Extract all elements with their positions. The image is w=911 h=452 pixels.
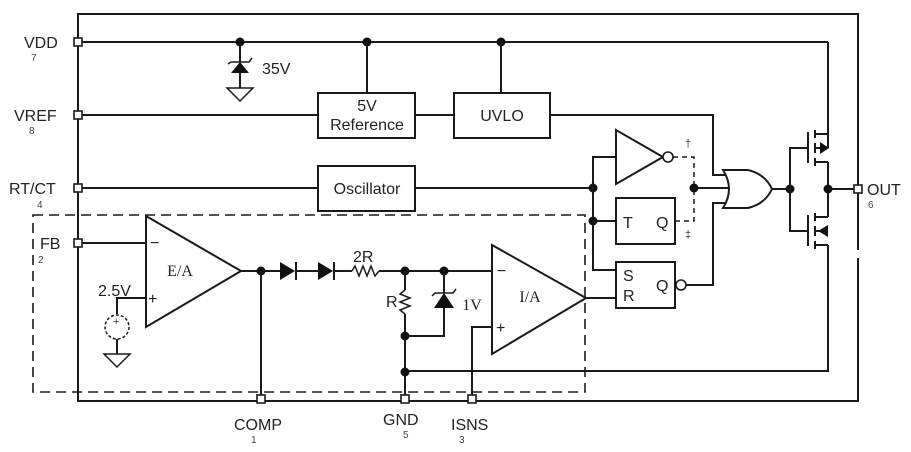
zener-diode-35v <box>225 42 255 103</box>
zener-diode-1v <box>405 271 457 337</box>
ref-source-wire <box>116 297 146 314</box>
resistor-r <box>397 289 413 315</box>
diode-pair <box>280 262 352 280</box>
source-plus: + <box>113 316 119 328</box>
pin-gnd-number: 5 <box>403 430 409 441</box>
reference-label-1: 5V <box>357 98 377 115</box>
pin-isns-label: ISNS <box>451 417 488 434</box>
junction <box>400 367 410 377</box>
pin-out-number: 6 <box>868 200 874 211</box>
pin-gnd-label: GND <box>383 412 419 429</box>
pin-vref-label: VREF <box>14 108 57 125</box>
option-link <box>673 156 695 222</box>
pin-vdd-number: 7 <box>31 53 37 64</box>
latch-to-or <box>686 202 726 286</box>
isns-line <box>471 326 492 397</box>
resistor-2r <box>351 263 380 279</box>
pin-rtct-label: RT/CT <box>9 181 56 198</box>
dashed-region <box>32 214 586 393</box>
ia-minus: − <box>497 263 506 280</box>
pin-comp-label: COMP <box>234 417 282 434</box>
pin-fb-number: 2 <box>38 255 44 266</box>
ia-plus: + <box>496 320 505 337</box>
pin-comp[interactable] <box>256 394 266 404</box>
toggle-flipflop <box>615 197 676 245</box>
uvlo-label: UVLO <box>480 108 524 125</box>
error-amplifier <box>145 214 243 329</box>
ea-plus: + <box>148 291 157 308</box>
error-amp-label: E/A <box>167 263 193 280</box>
dagger-mark: † <box>685 138 691 150</box>
inverter-gate <box>615 128 674 186</box>
pin-rtct-number: 4 <box>37 200 43 211</box>
ea-minus: − <box>150 235 159 252</box>
output-stage <box>405 130 829 372</box>
pin-isns[interactable] <box>467 394 477 404</box>
ground-icon <box>225 87 255 103</box>
or-gate <box>721 169 774 209</box>
pin-vref[interactable] <box>73 110 83 120</box>
ground-icon <box>102 353 132 369</box>
toggle-t-label: T <box>623 215 633 232</box>
latch-s-label: S <box>623 268 634 285</box>
uvlo-to-or <box>550 114 726 176</box>
reference-block <box>317 92 416 139</box>
latch-q-label: Q <box>656 278 668 295</box>
osc-bus <box>592 156 616 271</box>
pin-fb-label: FB <box>40 236 60 253</box>
pin-out[interactable] <box>853 184 863 194</box>
pin-fb[interactable] <box>73 238 83 248</box>
current-amp-label: I/A <box>519 289 541 306</box>
sr-latch <box>615 261 676 309</box>
pin-gnd[interactable] <box>400 394 410 404</box>
uvlo-block <box>453 92 551 139</box>
ref-source-label: 2.5V <box>98 283 131 300</box>
pin-out-label: OUT <box>867 182 901 199</box>
pin-vdd[interactable] <box>73 37 83 47</box>
zener-1v-label: 1V <box>462 297 482 314</box>
voltage-source-icon <box>104 314 130 340</box>
resistor-r-label: R <box>386 294 398 311</box>
resistor-2r-label: 2R <box>353 249 373 266</box>
pin-isns-number: 3 <box>459 435 465 446</box>
reference-label-2: Reference <box>330 117 404 134</box>
latch-r-label: R <box>623 288 635 305</box>
current-amplifier <box>491 243 588 356</box>
zener-35v-label: 35V <box>262 61 291 78</box>
oscillator-label: Oscillator <box>334 181 401 198</box>
double-dagger-mark: ‡ <box>685 229 691 241</box>
pin-rtct[interactable] <box>73 183 83 193</box>
latch-inverted-output <box>675 279 687 291</box>
pin-comp-number: 1 <box>251 435 257 446</box>
pin-vref-number: 8 <box>29 126 35 137</box>
toggle-q-label: Q <box>656 215 668 232</box>
pin-vdd-label: VDD <box>24 35 58 52</box>
